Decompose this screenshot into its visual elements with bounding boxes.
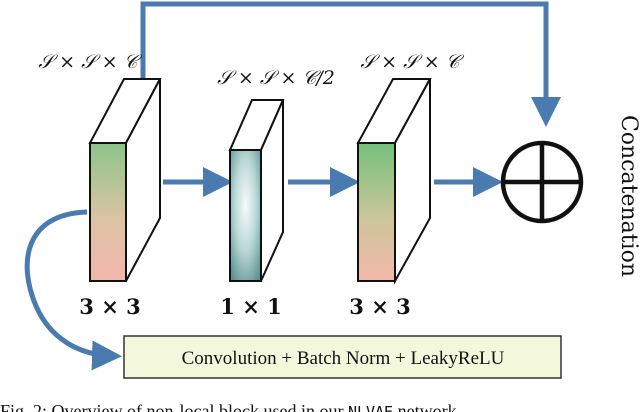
legend-box <box>123 335 562 379</box>
block-2-dim-label: 𝒮 × 𝒮 × 𝒞/2 <box>217 67 335 89</box>
block-2-kernel-label: 1 × 1 <box>220 294 281 319</box>
conv-block-1 <box>88 78 162 282</box>
legend-pointer-arrow <box>24 209 122 371</box>
block-1-kernel-label: 3 × 3 <box>79 294 140 319</box>
figure-caption: Fig. 2: Overview of non-local block used… <box>0 401 457 412</box>
concatenation-node <box>500 140 584 224</box>
conv-block-2 <box>228 99 285 282</box>
caption-code: NLVAE <box>348 403 393 412</box>
block-1-front-face <box>89 142 127 282</box>
block-3-kernel-label: 3 × 3 <box>349 294 410 319</box>
block-3-front-face <box>357 142 396 282</box>
block-3-dim-label: 𝒮 × 𝒮 × 𝒞 <box>360 51 464 73</box>
skip-connection-arrow <box>140 1 561 128</box>
legend-label: Convolution + Batch Norm + LeakyReLU <box>182 348 505 369</box>
conv-block-3 <box>356 78 432 285</box>
caption-suffix: network <box>393 401 456 412</box>
block-2-front-face <box>229 149 262 282</box>
caption-prefix: Fig. 2: Overview of non-local block used… <box>0 401 348 412</box>
concatenation-label: Concatenation <box>616 115 640 277</box>
block-1-dim-label: 𝒮 × 𝒮 × 𝒞 <box>38 51 142 73</box>
